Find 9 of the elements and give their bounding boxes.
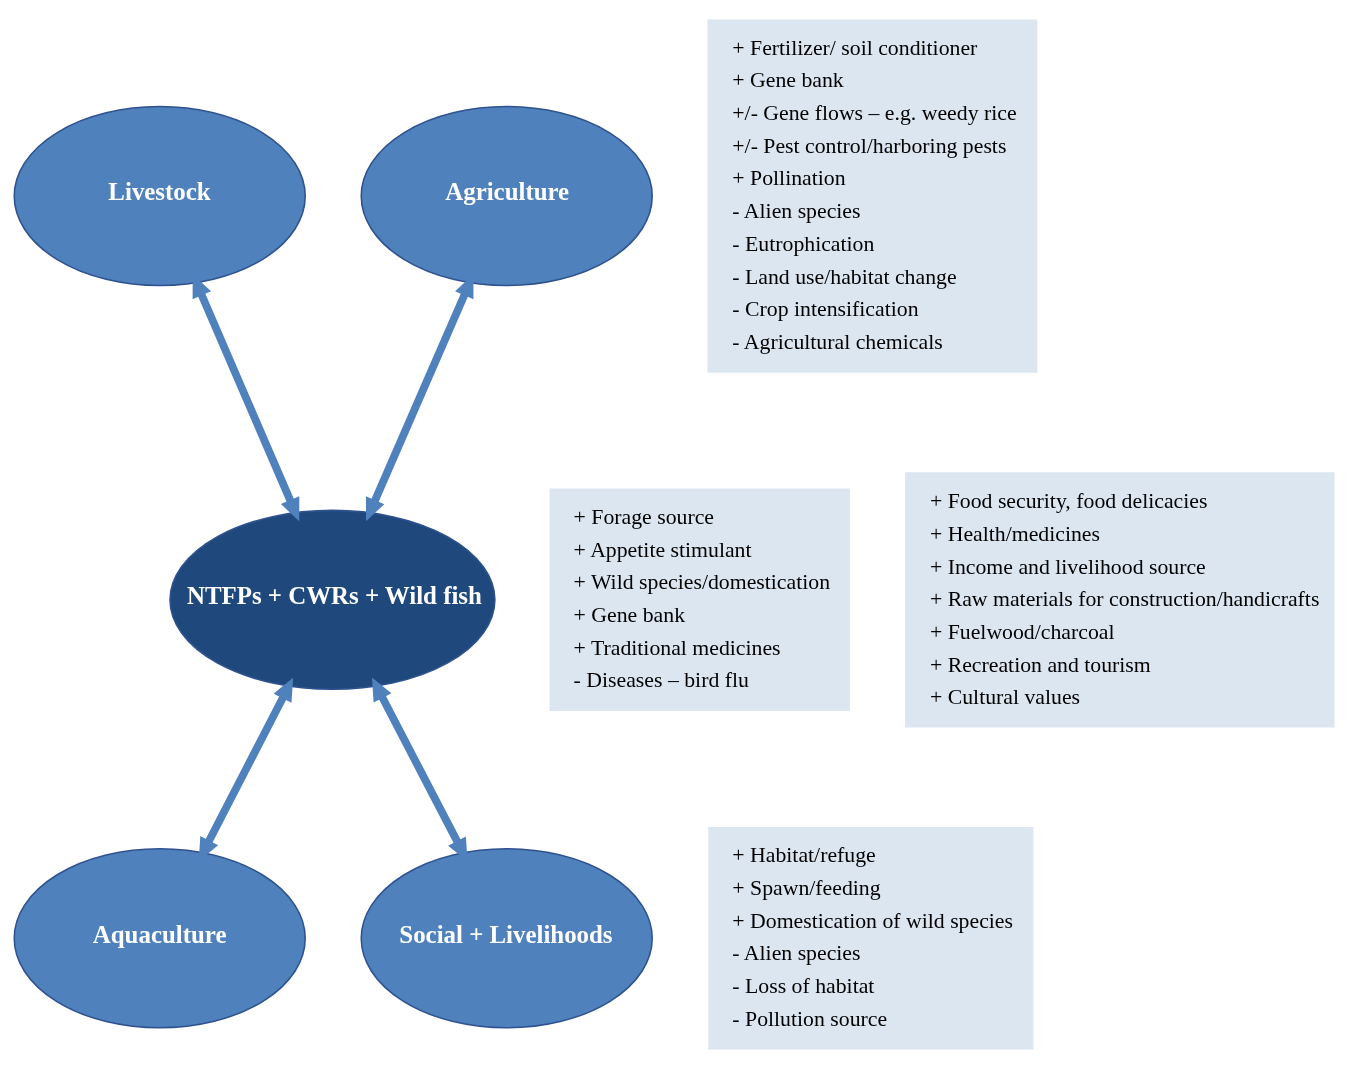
node-ellipse: NTFPs + CWRs + Wild fish bbox=[169, 509, 496, 691]
node-ellipse: Agriculture bbox=[360, 105, 653, 287]
node-box: + Fertilizer/ soil conditioner + Gene bank +/- Gene flows – e.g. weedy rice +/- Pest control/harboring pests + Pollination - Alien species - Eutrophication - Land use/habitat change - Crop intensification - Agricultural chemicals bbox=[707, 19, 1038, 373]
node-ellipse: Aquaculture bbox=[13, 848, 306, 1029]
node-ellipse: Social + Livelihoods bbox=[360, 848, 653, 1029]
node-box: + Food security, food delicacies + Health/medicines + Income and livelihood source + Raw materials for construction/handicrafts + Fuelwood/charcoal + Recreation and tourism + Cultural values bbox=[905, 472, 1335, 728]
node-box: + Habitat/refuge + Spawn/feeding + Domestication of wild species - Alien species - Loss of habitat - Pollution source bbox=[708, 827, 1034, 1050]
node-box: + Forage source + Appetite stimulant + Wild species/domestication + Gene bank + Traditional medicines - Diseases – bird flu bbox=[549, 488, 850, 712]
node-ellipse: Livestock bbox=[13, 105, 306, 287]
